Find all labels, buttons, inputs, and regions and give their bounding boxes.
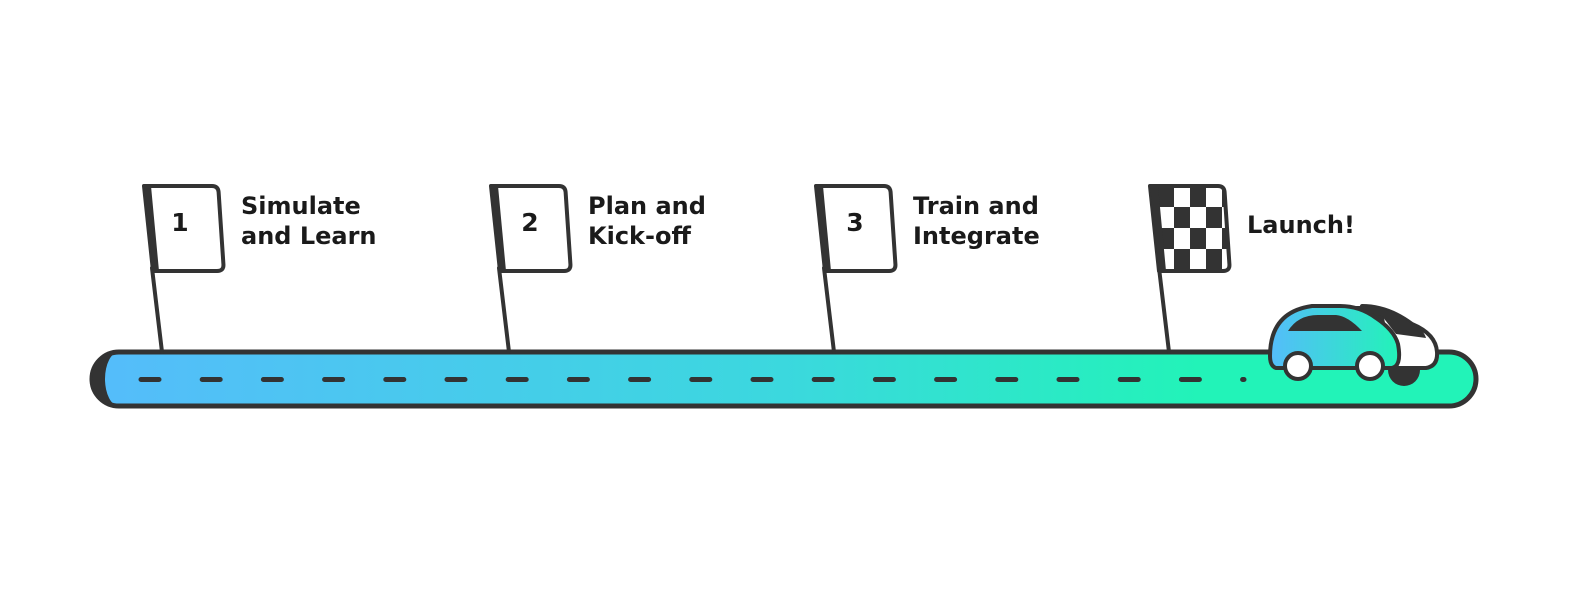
milestone-finish: Launch! <box>1148 184 1355 354</box>
flag-pole <box>497 266 511 354</box>
milestone-1: 1 Simulate and Learn <box>142 184 377 354</box>
flag-icon <box>142 184 226 273</box>
car-wheel <box>1355 351 1385 381</box>
milestone-number: 3 <box>846 208 863 237</box>
milestone-label-line2: Integrate <box>913 222 1040 250</box>
road <box>89 349 1479 409</box>
road-left-cap <box>92 352 119 406</box>
flag-pole <box>822 266 836 354</box>
flag-edge <box>816 186 831 271</box>
milestone-label-line1: Train and <box>913 192 1039 220</box>
flag-pole <box>1157 266 1171 354</box>
milestone-label-line2: and Learn <box>241 222 377 250</box>
flag-edge <box>491 186 506 271</box>
car-roof <box>1312 306 1426 338</box>
milestone-number: 1 <box>171 208 188 237</box>
finish-label: Launch! <box>1247 211 1355 239</box>
car-wheel <box>1283 351 1313 381</box>
flag-edge <box>144 186 159 271</box>
milestone-label-line1: Plan and <box>588 192 706 220</box>
flag-icon <box>814 184 898 273</box>
milestone-label-line2: Kick-off <box>588 222 691 250</box>
milestone-3: 3 Train and Integrate <box>814 184 1040 354</box>
flag-edge <box>1150 186 1166 271</box>
checkered-flag-icon <box>1148 184 1232 273</box>
flag-icon <box>489 184 573 273</box>
car-window <box>1288 315 1362 331</box>
flag-pole <box>150 266 164 354</box>
milestone-number: 2 <box>521 208 538 237</box>
car-icon <box>1268 304 1440 386</box>
milestone-label-line1: Simulate <box>241 192 361 220</box>
milestone-2: 2 Plan and Kick-off <box>489 184 706 354</box>
